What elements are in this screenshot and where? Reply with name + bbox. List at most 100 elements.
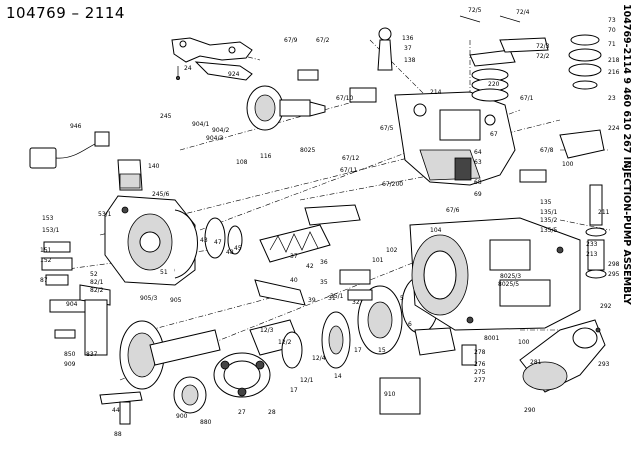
svg-text:47: 47: [214, 239, 222, 246]
svg-text:100: 100: [518, 339, 530, 346]
svg-text:37: 37: [404, 45, 412, 52]
svg-text:140: 140: [148, 163, 160, 170]
svg-text:67/2: 67/2: [316, 37, 330, 44]
control-lever-bracket: [171, 37, 253, 81]
svg-text:42: 42: [306, 263, 314, 270]
svg-text:850: 850: [64, 351, 76, 358]
svg-text:8025: 8025: [300, 147, 315, 154]
svg-text:924: 924: [228, 71, 240, 78]
svg-text:17: 17: [624, 163, 632, 170]
svg-text:136: 136: [402, 35, 414, 42]
svg-text:72/4: 72/4: [516, 9, 530, 16]
svg-text:72/2: 72/2: [536, 53, 550, 60]
svg-text:100: 100: [562, 161, 574, 168]
svg-text:67/10: 67/10: [336, 95, 353, 102]
governor-cover: [394, 91, 516, 186]
svg-text:135/5: 135/5: [540, 227, 557, 234]
svg-text:69: 69: [474, 191, 482, 198]
svg-text:216: 216: [608, 69, 620, 76]
svg-text:5: 5: [400, 295, 404, 302]
drive-shaft-assembly: [84, 299, 221, 425]
svg-text:904/2: 904/2: [212, 127, 229, 134]
svg-text:15: 15: [378, 347, 386, 354]
svg-text:12/4: 12/4: [312, 355, 326, 362]
svg-text:233: 233: [586, 241, 598, 248]
svg-text:36: 36: [320, 259, 328, 266]
svg-text:39: 39: [308, 297, 316, 304]
svg-text:292: 292: [600, 303, 612, 310]
svg-text:214: 214: [430, 89, 442, 96]
svg-text:52: 52: [90, 271, 98, 278]
svg-text:290: 290: [524, 407, 536, 414]
svg-text:27: 27: [238, 409, 246, 416]
injection-pump-housing: [409, 217, 581, 331]
svg-text:35: 35: [320, 279, 328, 286]
svg-text:63: 63: [474, 159, 482, 166]
svg-text:116: 116: [260, 153, 272, 160]
svg-text:71: 71: [608, 41, 616, 48]
svg-text:67/200: 67/200: [382, 181, 403, 188]
svg-text:37: 37: [290, 253, 298, 260]
svg-text:43: 43: [200, 237, 208, 244]
adjusting-lever: [379, 319, 606, 415]
svg-text:67/12: 67/12: [342, 155, 359, 162]
roller-ring: [213, 319, 301, 398]
svg-text:900: 900: [176, 413, 188, 420]
svg-text:101: 101: [372, 257, 384, 264]
svg-text:40: 40: [290, 277, 298, 284]
svg-text:51: 51: [160, 269, 168, 276]
side-title: 104769-2114 9 460 610 267 INJECTION-PUMP…: [621, 4, 632, 305]
timing-device: [519, 129, 607, 279]
svg-text:48: 48: [226, 249, 234, 256]
svg-text:218: 218: [608, 57, 620, 64]
svg-text:87: 87: [40, 277, 48, 284]
svg-text:8025/5: 8025/5: [498, 281, 519, 288]
svg-text:67/11: 67/11: [340, 167, 357, 174]
document-number: 104769 – 2114: [6, 4, 125, 22]
svg-text:153/1: 153/1: [42, 227, 59, 234]
svg-text:153: 153: [42, 215, 54, 222]
svg-text:152: 152: [40, 257, 52, 264]
svg-text:73: 73: [608, 17, 616, 24]
svg-text:108: 108: [236, 159, 248, 166]
svg-text:12/2: 12/2: [278, 339, 292, 346]
svg-text:67/1: 67/1: [520, 95, 534, 102]
svg-text:67/6: 67/6: [446, 207, 460, 214]
svg-text:45: 45: [234, 245, 242, 252]
svg-text:904/1: 904/1: [192, 121, 209, 128]
svg-text:31: 31: [328, 295, 336, 302]
svg-text:293: 293: [598, 361, 610, 368]
svg-text:220: 220: [488, 81, 500, 88]
svg-text:905: 905: [170, 297, 182, 304]
svg-text:67/8: 67/8: [540, 147, 554, 154]
svg-text:72/3: 72/3: [536, 43, 550, 50]
svg-text:24: 24: [184, 65, 192, 72]
svg-text:64: 64: [474, 149, 482, 156]
svg-text:102: 102: [386, 247, 398, 254]
svg-text:904: 904: [66, 301, 78, 308]
svg-text:909: 909: [64, 361, 76, 368]
svg-text:138: 138: [404, 57, 416, 64]
svg-text:12/3: 12/3: [260, 327, 274, 334]
svg-text:23: 23: [608, 95, 616, 102]
svg-text:910: 910: [384, 391, 396, 398]
svg-text:135/1: 135/1: [540, 209, 557, 216]
svg-text:295: 295: [608, 271, 620, 278]
svg-text:276: 276: [474, 361, 486, 368]
svg-text:6: 6: [408, 321, 412, 328]
svg-text:104: 104: [430, 227, 442, 234]
svg-text:298: 298: [608, 261, 620, 268]
svg-text:281: 281: [530, 359, 542, 366]
svg-text:68: 68: [474, 179, 482, 186]
svg-text:32: 32: [352, 299, 360, 306]
svg-text:53/1: 53/1: [98, 211, 112, 218]
svg-text:88: 88: [114, 431, 122, 438]
svg-text:35/1: 35/1: [330, 293, 344, 300]
svg-text:14: 14: [334, 373, 342, 380]
governor-spring-stack: [377, 15, 602, 102]
svg-text:12/1: 12/1: [300, 377, 314, 384]
svg-text:224: 224: [608, 125, 620, 132]
svg-text:82/1: 82/1: [90, 279, 104, 286]
